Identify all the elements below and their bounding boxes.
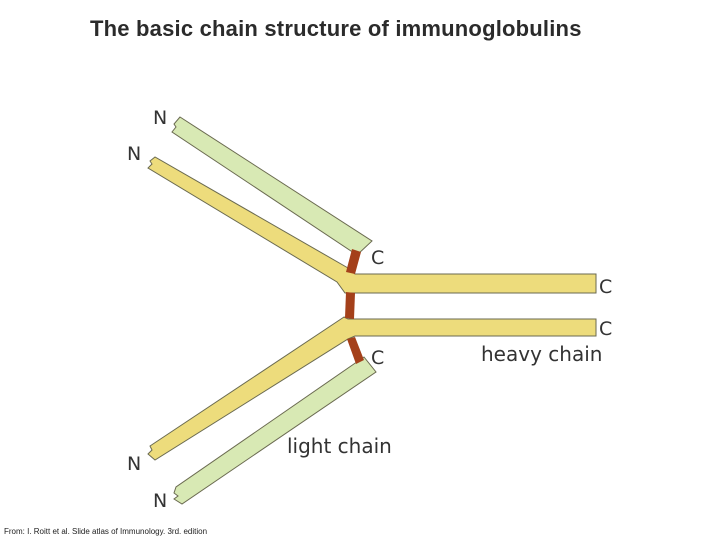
- n-terminus-light-lower: N: [153, 490, 167, 512]
- disulfide-bond-upper: [346, 249, 361, 274]
- disulfide-bond-lower: [347, 337, 364, 364]
- c-terminus-light-upper: C: [371, 247, 384, 269]
- c-terminus-light-lower: C: [371, 347, 384, 369]
- light-chain-label: light chain: [287, 434, 392, 458]
- source-credit: From: I. Roitt et al. Slide atlas of Imm…: [4, 527, 208, 536]
- light-chain-upper: [171, 116, 373, 256]
- c-terminus-heavy-upper: C: [599, 276, 612, 298]
- n-terminus-light-upper: N: [153, 107, 167, 129]
- disulfide-bond-hinge: [345, 292, 355, 319]
- heavy-chain-upper: [147, 156, 597, 294]
- heavy-chain-label: heavy chain: [481, 342, 602, 366]
- light-chain-lower: [173, 356, 377, 505]
- c-terminus-heavy-lower: C: [599, 318, 612, 340]
- diagram-title: The basic chain structure of immunoglobu…: [90, 16, 582, 41]
- n-terminus-heavy-upper: N: [127, 143, 141, 165]
- n-terminus-heavy-lower: N: [127, 453, 141, 475]
